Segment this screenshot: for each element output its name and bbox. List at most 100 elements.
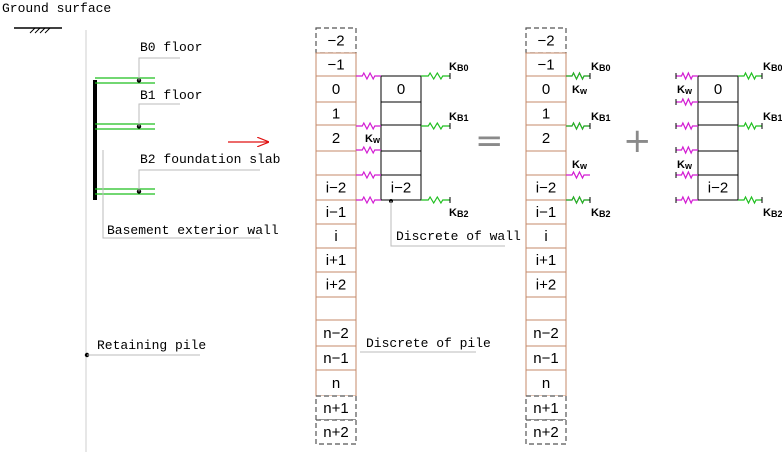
b0-floor-label: B0 floor: [140, 40, 202, 55]
pile-cell: [315, 296, 357, 321]
spring-label: KB2: [591, 207, 610, 219]
b1-floor: [95, 103, 180, 130]
spring-label: KB0: [763, 61, 782, 73]
pile-cell: 2: [315, 124, 357, 152]
spring-label: KB0: [449, 61, 468, 73]
kb-spring: [421, 195, 450, 205]
kw-spring: [356, 170, 381, 180]
pile-cell: 1: [525, 101, 567, 126]
pile-cell-label: −1: [327, 57, 344, 74]
pile-cell: i−1: [315, 199, 357, 225]
pile-cell: [315, 150, 357, 176]
pile-cell: i−1: [525, 199, 567, 225]
basement-wall-label: Basement exterior wall: [107, 223, 279, 238]
pile-cell-label: n+2: [533, 424, 558, 441]
spring-label: KB1: [591, 111, 610, 123]
pile-cell: n−1: [315, 345, 357, 371]
pile-cell-label: i+2: [536, 277, 556, 294]
spring-label: Kw: [365, 133, 381, 145]
wall-leader: [102, 150, 260, 239]
pile-cell: n−2: [525, 319, 567, 347]
pile-cell: i+2: [315, 271, 357, 298]
pile-cell: i−2: [525, 174, 567, 201]
ground-surface-label: Ground surface: [2, 1, 111, 16]
pile-cell: −1: [525, 52, 567, 77]
kw-spring: [676, 195, 698, 205]
wall-discretization-split: 0i−2: [697, 75, 739, 201]
wall-cell: [380, 101, 422, 126]
pile-cell: n+1: [525, 395, 567, 421]
kw-spring: [356, 195, 381, 205]
wall-cell: [697, 124, 739, 152]
pile-cell: 0: [525, 75, 567, 103]
pile-cell-label: 2: [332, 130, 340, 147]
pile-cell-label: 2: [542, 130, 550, 147]
retaining-pile-label: Retaining pile: [97, 338, 206, 353]
pile-cell-label: i+1: [326, 252, 346, 269]
spring-label: Kw: [677, 84, 693, 96]
pile-cell-label: −1: [537, 57, 554, 74]
pile-cell: i−2: [315, 174, 357, 201]
kw-spring: [566, 170, 590, 180]
pile-cell-label: i: [544, 228, 547, 245]
pile-cell-label: i−1: [536, 204, 556, 221]
kw-spring: [676, 145, 698, 155]
pile-cell-label: 1: [332, 106, 340, 123]
pile-cell-label: n+1: [323, 400, 348, 417]
kw-spring: [676, 71, 698, 81]
kb-spring: [566, 71, 590, 81]
pile-cell-label: 1: [542, 106, 550, 123]
pile-cell: n−2: [315, 319, 357, 347]
pile-cell-label: i−1: [326, 204, 346, 221]
pile-cell-label: n−1: [533, 350, 558, 367]
pile-cell-label: i: [334, 228, 337, 245]
spring-label: KB1: [449, 111, 468, 123]
discrete-wall-label: Discrete of wall: [396, 229, 521, 244]
spring-label: KB1: [763, 111, 782, 123]
wall-cell: 0: [697, 75, 739, 103]
wall-cell-label: 0: [714, 81, 722, 98]
pile-cell: n+1: [315, 395, 357, 421]
pile-cell: n−1: [525, 345, 567, 371]
pile-cell: n+2: [315, 419, 357, 445]
pile-cell-label: n−2: [533, 325, 558, 342]
pile-cell: −2: [525, 27, 567, 54]
kw-spring: [676, 97, 698, 107]
equals-operator: =: [475, 121, 504, 161]
spring-label: Kw: [572, 84, 588, 96]
pile-cell: i: [315, 223, 357, 249]
ground-hatch-icon: [29, 27, 51, 34]
plus-operator: +: [623, 121, 652, 161]
discrete-pile-label: Discrete of pile: [366, 336, 491, 351]
pile-cell: n: [315, 369, 357, 397]
pile-cell: i+1: [315, 247, 357, 273]
b2-foundation-slab: [95, 169, 260, 195]
pile-cell-label: i−2: [536, 180, 556, 197]
pile-cell-label: i+2: [326, 277, 346, 294]
pile-cell-label: i−2: [326, 180, 346, 197]
kw-spring: [676, 121, 698, 131]
pile-cell-label: n: [332, 375, 340, 392]
pile-discretization-split: −2 −10 1 2 i−2 i−1 i i+1 i+2 n−2 n−1 n n+1 n+2: [525, 27, 567, 445]
kb-spring: [566, 195, 590, 205]
spring-label: Kw: [677, 159, 693, 171]
pile-cell-label: i+1: [536, 252, 556, 269]
pile-cell: i: [525, 223, 567, 249]
pile-cell: n+2: [525, 419, 567, 445]
pile-cell: 0: [315, 75, 357, 103]
kb-spring: [421, 71, 450, 81]
wall-cell: [697, 101, 739, 126]
pile-cell-label: n−1: [323, 350, 348, 367]
wall-cell: [380, 150, 422, 176]
wall-discretization-full: 0i−2: [380, 75, 422, 201]
pile-cell: i+2: [525, 271, 567, 298]
kb-spring: [738, 121, 762, 131]
pile-cell-label: n−2: [323, 325, 348, 342]
pile-cell: 2: [525, 124, 567, 152]
pile-cell: n: [525, 369, 567, 397]
pile-cell-label: n+1: [533, 400, 558, 417]
pile-cell-label: 0: [332, 81, 340, 98]
